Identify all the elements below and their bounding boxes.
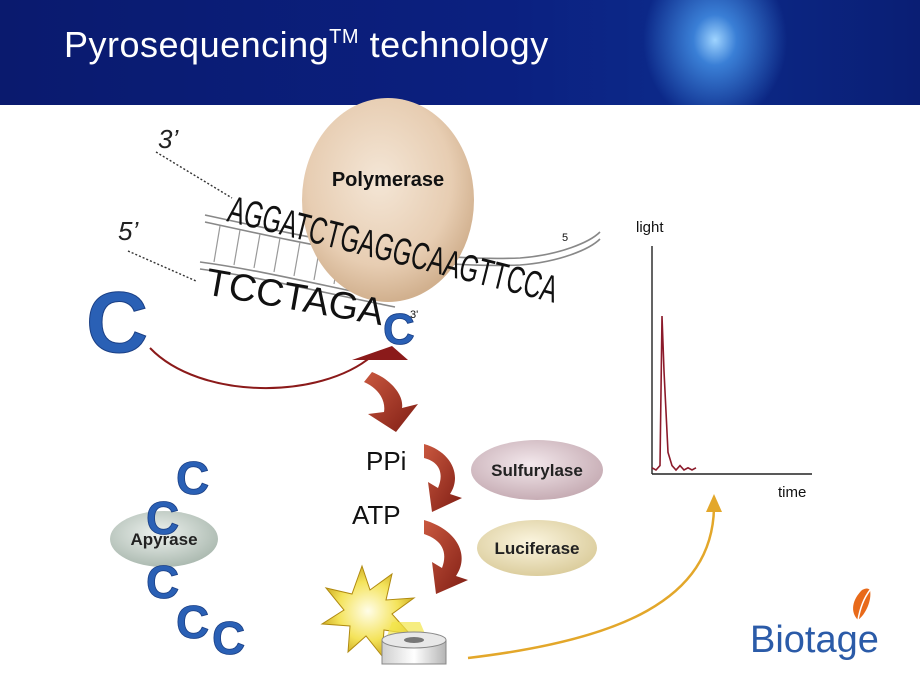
apyrase-label: Apyrase xyxy=(130,530,197,549)
dotted-line-5prime xyxy=(127,250,197,282)
atp-label: ATP xyxy=(352,500,401,530)
free-nucleotide-4: C xyxy=(176,596,209,648)
chart-xlabel: time xyxy=(778,484,806,501)
detector-sensor xyxy=(404,637,424,643)
title-banner xyxy=(0,0,920,105)
luciferase-enzyme xyxy=(477,520,597,576)
free-nucleotide-5: C xyxy=(212,612,245,664)
dotted-line-3prime xyxy=(155,151,233,199)
primer-backbone-lower xyxy=(199,268,396,308)
ppi-to-atp-arrow xyxy=(424,444,462,512)
atp-to-light-arrow xyxy=(424,520,468,594)
label-5prime: 5’ xyxy=(118,216,139,246)
free-nucleotide-3: C xyxy=(146,556,179,608)
logo-text: Biotage xyxy=(750,619,879,661)
signal-arrow xyxy=(467,507,716,660)
template-backbone-upper xyxy=(204,214,601,260)
primer-end-label: 3' xyxy=(410,309,418,321)
ppi-label: PPi xyxy=(366,446,406,476)
free-nucleotide-1: C xyxy=(176,452,209,504)
free-nucleotides: C C C C C xyxy=(146,452,246,665)
trademark: TM xyxy=(329,26,360,48)
polymerase-label: Polymerase xyxy=(332,169,444,191)
added-nucleotide: C xyxy=(383,305,415,354)
ppi-release-arrow xyxy=(364,372,418,432)
logo-leaf-vein xyxy=(857,589,871,621)
luciferase-label: Luciferase xyxy=(494,539,579,558)
chart-ylabel: light xyxy=(636,219,664,236)
incorporation-arrowhead xyxy=(352,346,408,360)
light-chart: light time xyxy=(636,219,812,501)
biotage-logo: Biotage xyxy=(750,588,879,661)
incorporation-arrow xyxy=(149,347,373,390)
polymerase-enzyme xyxy=(302,98,474,302)
light-trace-line-1 xyxy=(651,315,697,472)
template-backbone-lower xyxy=(204,221,601,267)
sulfurylase-enzyme xyxy=(471,440,603,500)
apyrase-enzyme xyxy=(110,511,218,567)
free-nucleotide-2: C xyxy=(146,492,179,544)
title-main: Pyrosequencing xyxy=(64,24,330,65)
signal-arrowhead xyxy=(706,494,722,512)
incoming-nucleotide: C xyxy=(86,275,148,371)
chart-series xyxy=(651,315,697,472)
label-3prime: 3’ xyxy=(158,124,179,154)
title-rest: technology xyxy=(369,24,549,65)
template-end-label: 5 xyxy=(562,232,568,244)
slide-title: PyrosequencingTM technology xyxy=(64,24,549,66)
sulfurylase-label: Sulfurylase xyxy=(491,461,583,480)
